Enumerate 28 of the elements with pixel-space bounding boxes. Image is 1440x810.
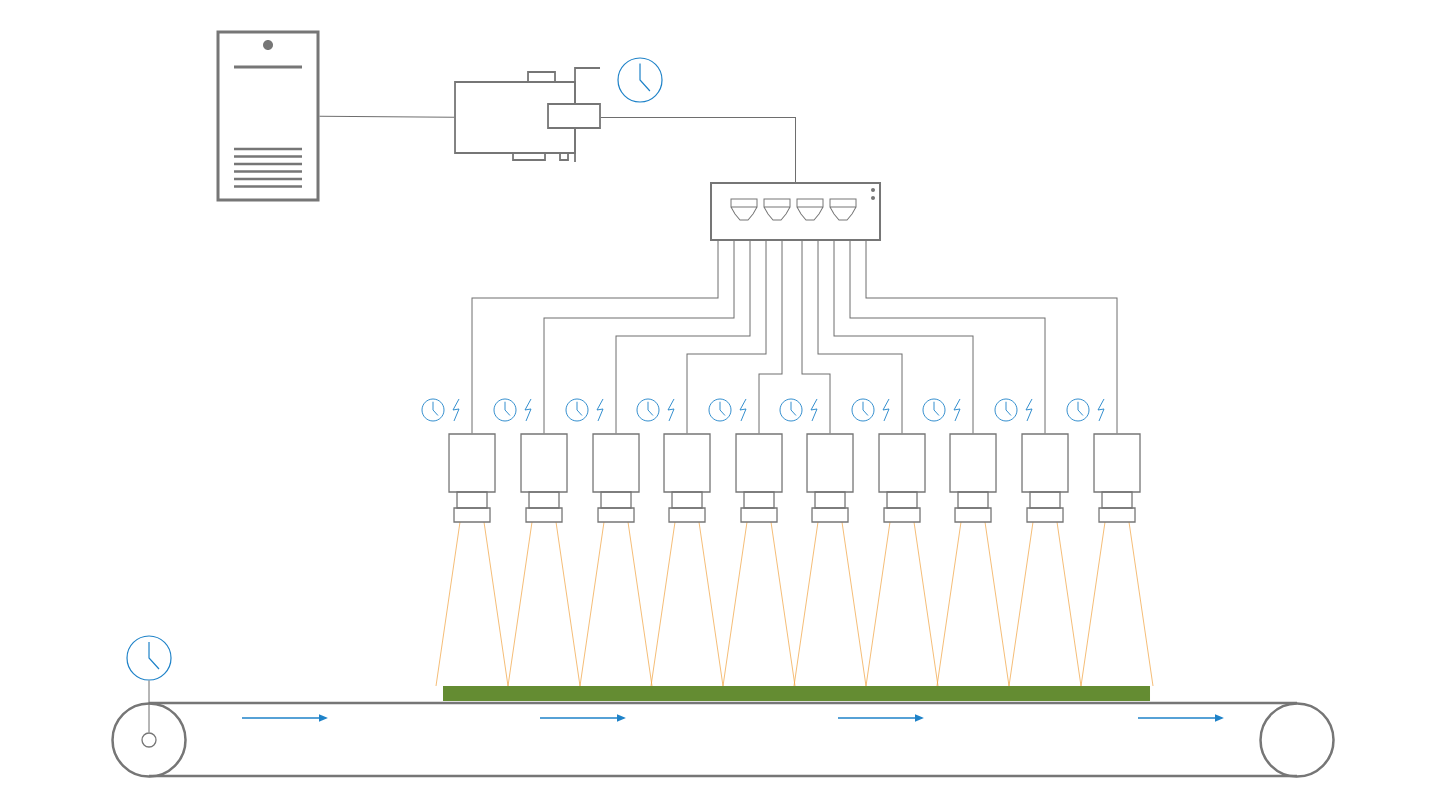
- camera-drawing: [1093, 433, 1141, 523]
- cable: [817, 240, 903, 434]
- camera-drawing: [806, 433, 854, 523]
- cable: [865, 240, 1118, 434]
- network-switch-drawing: [710, 182, 881, 241]
- camera-drawing: [735, 433, 783, 523]
- camera-drawing: [878, 433, 926, 523]
- cable: [849, 240, 1046, 434]
- cable: [758, 240, 783, 434]
- clock-icon: [126, 635, 172, 681]
- camera-drawing: [663, 433, 711, 523]
- cable: [543, 240, 735, 434]
- cable: [319, 115, 455, 118]
- cable: [471, 240, 719, 434]
- camera-drawing: [592, 433, 640, 523]
- computer-drawing: [216, 30, 320, 202]
- camera-drawing: [448, 433, 496, 523]
- camera-drawing: [1021, 433, 1069, 523]
- cable: [615, 240, 751, 434]
- cable: [148, 680, 150, 733]
- cable: [801, 240, 831, 434]
- cable: [833, 240, 974, 434]
- network-card-drawing: [454, 67, 601, 163]
- cable: [686, 240, 767, 434]
- cable: [600, 117, 796, 183]
- camera-drawing: [949, 433, 997, 523]
- camera-drawing: [520, 433, 568, 523]
- pulley-hub: [141, 732, 157, 748]
